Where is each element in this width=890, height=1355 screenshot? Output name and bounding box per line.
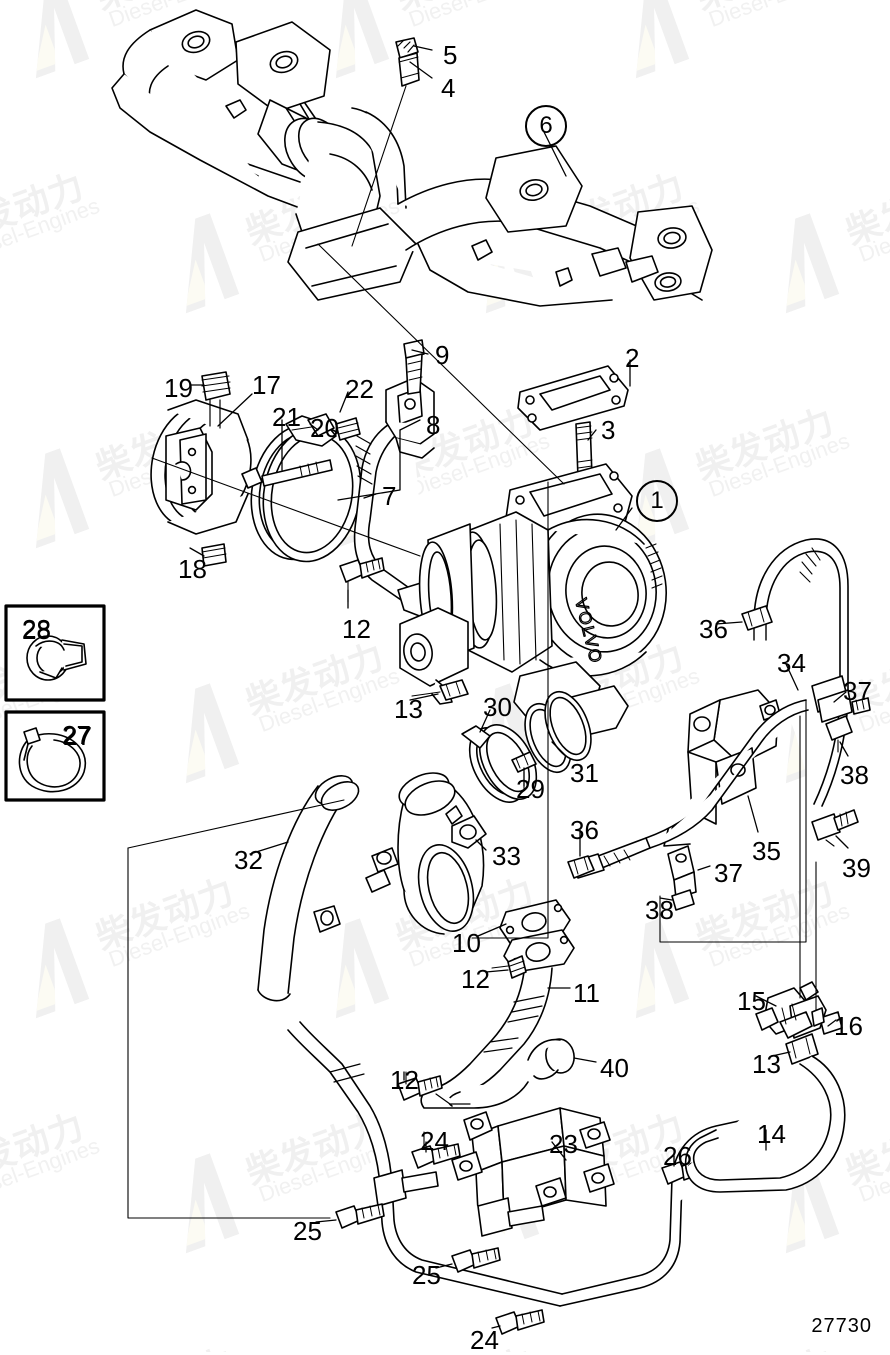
part-plug-19	[201, 371, 231, 429]
callout-25a: 25	[293, 1216, 322, 1246]
callout-11: 11	[573, 978, 600, 1008]
part-sealing-cap-40	[527, 1038, 575, 1080]
callout-24a: 24	[420, 1126, 449, 1156]
part-screw-12a	[339, 557, 385, 603]
inset-label-27: 27	[62, 720, 91, 750]
part-screw-39	[811, 809, 859, 847]
part-pipe-clamp-37b	[667, 845, 697, 899]
part-gasket-2	[517, 365, 629, 431]
part-clamp-nut-20	[307, 413, 335, 437]
callout-28: 28	[22, 615, 51, 645]
part-screw-12b	[491, 955, 527, 979]
inset-label-28: 28	[22, 614, 51, 644]
callout-13b: 13	[752, 1049, 781, 1079]
callout-25b: 25	[412, 1260, 441, 1290]
callout-15: 15	[737, 986, 766, 1016]
callout-10: 10	[452, 928, 481, 958]
callout-27: 27	[63, 721, 92, 751]
callout-7: 7	[382, 481, 397, 511]
callout-19: 19	[164, 373, 193, 403]
callout-26: 26	[663, 1141, 692, 1171]
callout-17: 17	[252, 370, 281, 400]
drawing-number: 27730	[811, 1315, 872, 1337]
part-outlet-flange-17	[150, 399, 252, 535]
part-screw-24b	[495, 1309, 545, 1335]
callout-33: 33	[492, 841, 521, 871]
part-hose-clamp-13b	[785, 1033, 819, 1065]
callout-36b: 36	[570, 815, 599, 845]
callout-22: 22	[345, 374, 374, 404]
part-screw-16	[811, 1007, 843, 1035]
callout-29: 29	[516, 774, 545, 804]
callout-13a: 13	[394, 694, 423, 724]
inset-box-28	[4, 604, 106, 702]
callout-39: 39	[842, 853, 871, 883]
callout-32: 32	[234, 845, 263, 875]
callout-37a: 37	[843, 676, 872, 706]
callout-30: 30	[483, 692, 512, 722]
part-hose-clamp-36b	[567, 855, 595, 879]
callout-31: 31	[570, 758, 599, 788]
callout-16: 16	[834, 1011, 863, 1041]
callout-14: 14	[757, 1119, 786, 1149]
part-screw-25a	[335, 1203, 385, 1229]
callout-12a: 12	[342, 614, 371, 644]
part-compressor-elbow-33	[365, 772, 487, 935]
callout-18: 18	[178, 554, 207, 584]
callout-23: 23	[549, 1129, 578, 1159]
callout-12c: 12	[390, 1065, 419, 1095]
callout-20: 20	[310, 413, 339, 443]
part-hose-clamp-36a	[741, 605, 773, 631]
pipe-clamp-lower-1	[373, 1169, 439, 1207]
callout-24b: 24	[470, 1325, 499, 1355]
callout-9: 9	[435, 340, 450, 370]
part-plug-18	[201, 543, 227, 567]
stud-shaft-4	[351, 85, 407, 247]
part-clamp-bolt-22	[335, 417, 361, 441]
callout-38b: 38	[645, 895, 674, 925]
callout-2: 2	[625, 343, 640, 373]
inset-box-27	[4, 710, 106, 802]
callout-4: 4	[441, 73, 456, 103]
callout-8: 8	[426, 410, 441, 440]
callout-37b: 37	[714, 858, 743, 888]
callout-38a: 38	[840, 760, 869, 790]
callout-40: 40	[600, 1053, 629, 1083]
callout-5: 5	[443, 40, 458, 70]
part-screw-12c	[397, 1071, 443, 1101]
part-banjo-bolt-9	[403, 339, 425, 395]
callout-35a: 35	[752, 836, 781, 866]
part-oil-return-pipe-11	[420, 967, 553, 1109]
callout-34: 34	[777, 648, 806, 678]
part-connector-block-15	[755, 981, 827, 1039]
callout-6: 6	[525, 105, 567, 147]
callout-36a: 36	[699, 614, 728, 644]
callout-3: 3	[601, 415, 616, 445]
callout-21: 21	[272, 402, 301, 432]
callout-12b: 12	[461, 964, 490, 994]
callout-1: 1	[636, 480, 678, 522]
part-screw-38b	[671, 889, 695, 911]
